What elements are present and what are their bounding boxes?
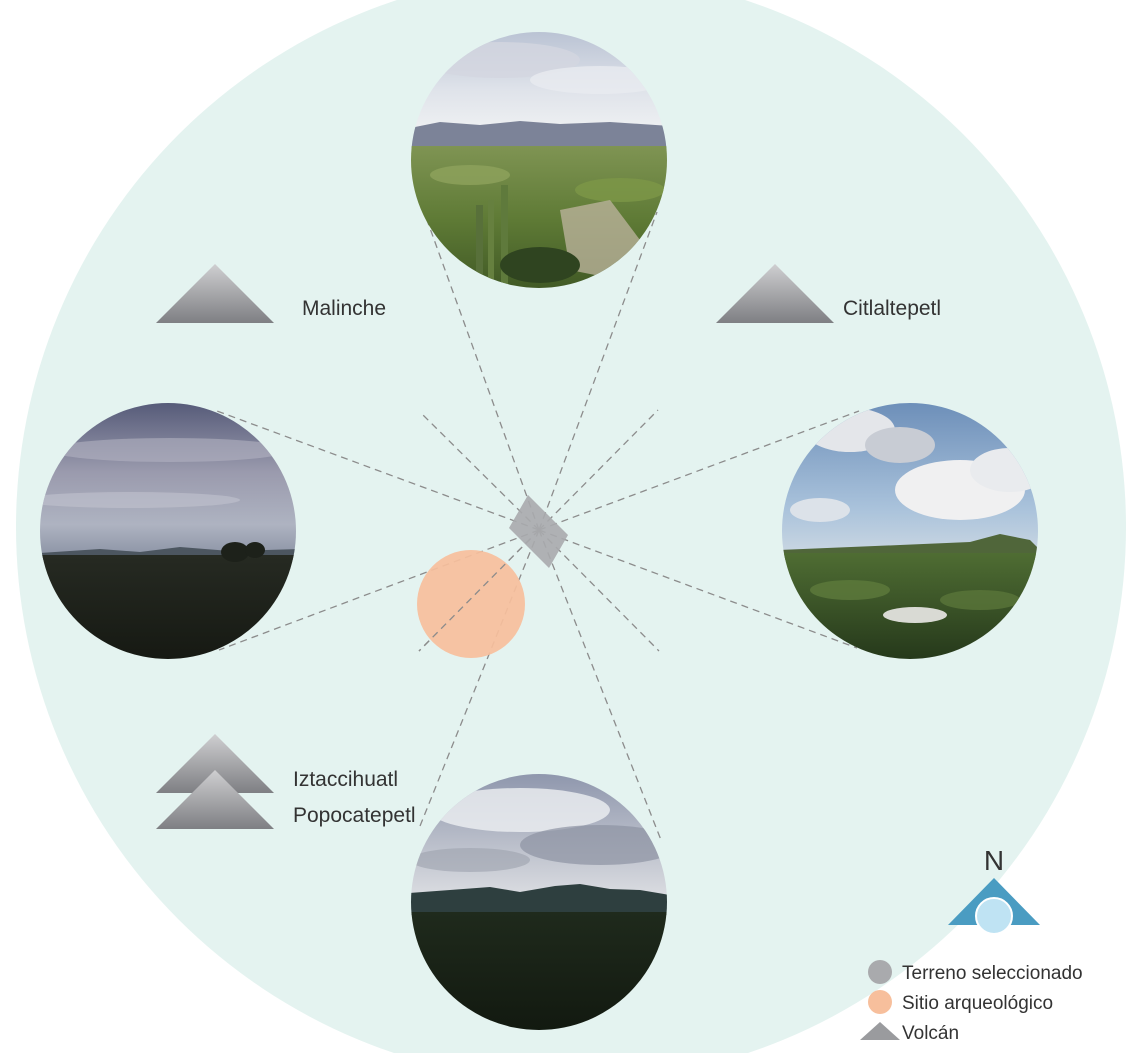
- sight-line: [538, 529, 662, 841]
- north-arrow: N: [948, 845, 1040, 935]
- sight-line: [426, 219, 540, 531]
- label-citlaltepetl: Citlaltepetl: [843, 297, 941, 320]
- volcano-icon-citlaltepetl: [716, 264, 834, 323]
- label-popocatepetl: Popocatepetl: [293, 804, 416, 827]
- view-north: [411, 32, 667, 288]
- legend-terrain-label: Terreno seleccionado: [902, 963, 1083, 984]
- sight-line: [538, 211, 658, 531]
- legend-volcano-icon: [860, 1022, 900, 1040]
- label-iztaccihuatl: Iztaccihuatl: [293, 768, 398, 791]
- sight-line: [418, 529, 540, 652]
- compass-circle-icon: [975, 897, 1013, 935]
- legend-site-label: Sitio arqueológico: [902, 993, 1053, 1014]
- selected-terrain-marker: [509, 495, 568, 568]
- label-malinche: Malinche: [302, 297, 386, 320]
- north-label: N: [984, 845, 1004, 876]
- sight-line: [538, 529, 858, 649]
- legend-volcano-label: Volcán: [902, 1023, 959, 1044]
- sight-line: [218, 529, 540, 651]
- sight-line: [419, 529, 540, 827]
- sight-line: [216, 410, 540, 531]
- legend-site-icon: [868, 990, 892, 1014]
- sight-line: [538, 410, 860, 531]
- background-disc: [16, 0, 1126, 1053]
- volcano-icon-iztaccihuatl: [156, 734, 274, 793]
- sight-line: [419, 411, 540, 531]
- archaeological-site-marker: [417, 550, 525, 658]
- volcano-icon-popocatepetl: [156, 770, 274, 829]
- sight-lines: [216, 211, 860, 841]
- volcano-icon-malinche: [156, 264, 274, 323]
- legend: Terreno seleccionado Sitio arqueológico …: [860, 960, 1083, 1044]
- legend-terrain-icon: [868, 960, 892, 984]
- sight-line: [538, 409, 659, 531]
